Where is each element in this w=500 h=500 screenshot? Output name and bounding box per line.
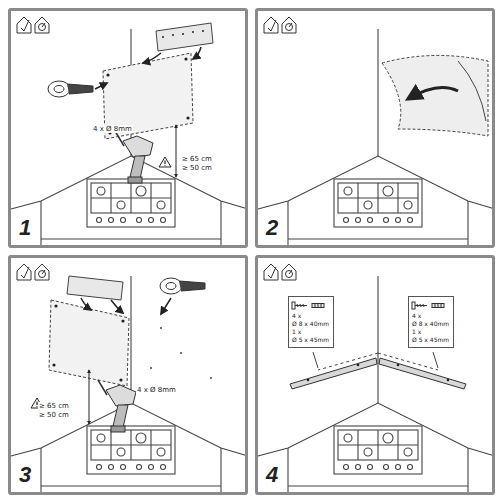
hardware-spec: Ø 5 x 45mm (292, 336, 330, 344)
distance-dimension: ≥ 50 cm (38, 411, 70, 419)
hardware-spec: 1 x (412, 328, 450, 336)
hardware-spec: Ø 8 x 40mm (412, 320, 450, 328)
step-panel: 44 xØ 8 x 40mm1 xØ 5 x 45mm4 xØ 8 x 40mm… (255, 255, 495, 495)
drill-spec: 4 x Ø 8mm (136, 386, 177, 394)
distance-dimension: ≥ 50 cm (181, 164, 213, 172)
step-number: 2 (266, 215, 278, 241)
step-number: 3 (19, 462, 31, 488)
step-panel: 2 (255, 8, 495, 248)
distance-dimension: ≥ 65 cm (38, 402, 70, 410)
hardware-spec: Ø 5 x 45mm (412, 336, 450, 344)
hardware-spec: 4 x (292, 312, 330, 320)
hardware-spec: 1 x (292, 328, 330, 336)
step-panel: 3 (8, 255, 248, 495)
step-number: 1 (19, 215, 31, 241)
step-number: 4 (266, 462, 278, 488)
hardware-box: 4 xØ 8 x 40mm1 xØ 5 x 45mm (288, 296, 334, 348)
drill-spec: 4 x Ø 8mm (92, 125, 133, 133)
distance-dimension: ≥ 65 cm (181, 155, 213, 163)
hardware-spec: Ø 8 x 40mm (292, 320, 330, 328)
hardware-box: 4 xØ 8 x 40mm1 xØ 5 x 45mm (408, 296, 454, 348)
hardware-spec: 4 x (412, 312, 450, 320)
